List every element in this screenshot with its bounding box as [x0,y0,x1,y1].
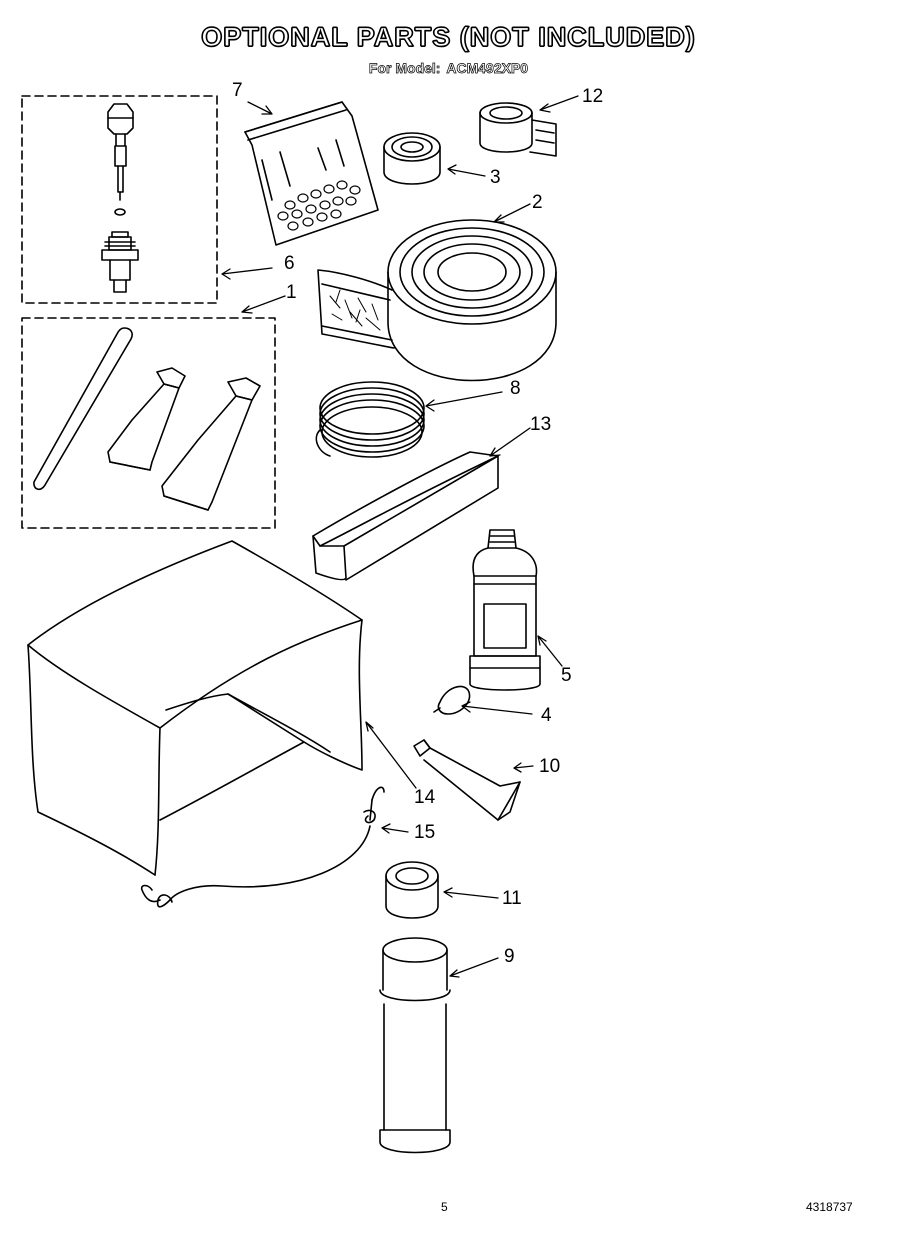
page-title: OPTIONAL PARTS (NOT INCLUDED) [201,21,696,52]
callout-9: 9 [504,946,515,967]
model-number: ACM492XP0 [446,60,529,77]
callout-14: 14 [414,787,436,808]
hardware-bag [244,101,379,246]
callout-15: 15 [414,822,435,843]
sealing-kit-rod-tubes [21,317,276,529]
leader-arrows [221,95,579,978]
tape-roll-flat [479,102,557,157]
tape-roll-small [383,132,441,185]
callout-13: 13 [530,414,551,435]
aerosol-can [379,937,451,1154]
callout-12: 12 [582,86,603,107]
document-number: 4318737 [806,1200,853,1214]
cover [27,540,363,876]
valve-fitting-assembly [21,95,218,304]
model-label: For Model: [368,60,441,77]
callout-10: 10 [539,756,560,777]
bottle [469,529,541,691]
small-capsule [433,685,471,715]
callout-11: 11 [502,888,522,909]
cord [140,786,385,908]
model-subtitle: For Model: ACM492XP0 [0,60,897,77]
callout-5: 5 [561,665,572,686]
callout-6: 6 [284,253,295,274]
callout-4: 4 [541,705,552,726]
callout-8: 8 [510,378,521,399]
callout-1: 1 [286,282,297,303]
foam-tape-roll [317,219,557,382]
callout-3: 3 [490,167,501,188]
callout-7: 7 [232,80,243,101]
foam-strip [312,451,499,581]
coil-wire [315,381,425,458]
tape-roll-short [385,861,439,919]
callout-2: 2 [532,192,543,213]
small-tube [413,739,521,821]
page-number: 5 [441,1200,448,1214]
